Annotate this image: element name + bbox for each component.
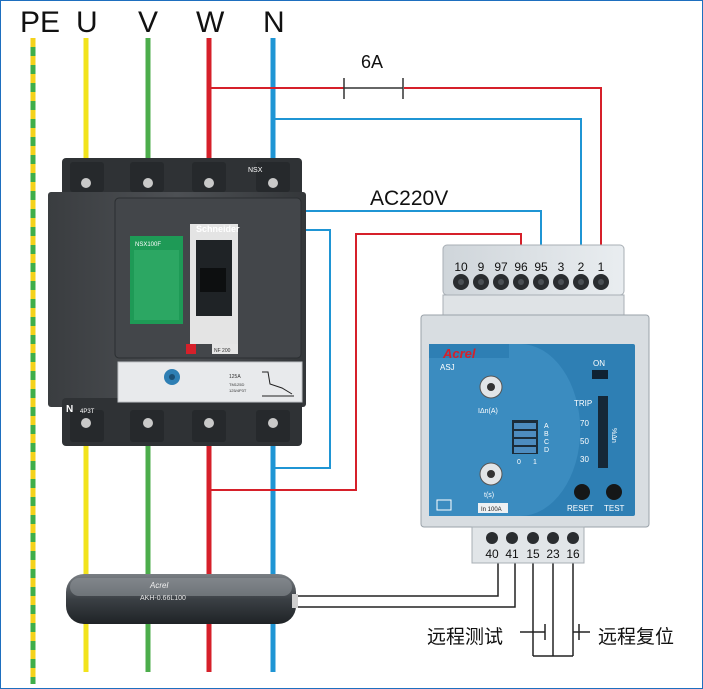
relay-bottom-terminal: 15 [526, 547, 540, 561]
relay-top-terminal: 2 [578, 260, 585, 274]
relay-top-terminal: 97 [494, 260, 508, 274]
remote-reset-label: 远程复位 [598, 627, 675, 648]
trip-scale-50: 50 [580, 437, 589, 446]
supply-wire-blue [273, 118, 582, 247]
fuse-rating-label: 6A [361, 52, 384, 72]
dip-letter: C [544, 439, 549, 446]
test-button[interactable] [606, 484, 622, 500]
relay-rating-tag: In 100A [481, 507, 502, 513]
current-transformer: Acrel AKH-0.66L100 [66, 574, 298, 624]
trip-unit [117, 361, 303, 403]
relay-top-terminal: 1 [598, 260, 605, 274]
relay-bottom-terminal: 23 [546, 547, 560, 561]
relay-bottom-terminal: 16 [566, 547, 580, 561]
v-label: V [138, 6, 159, 39]
breaker-unit-rating: 125A [229, 374, 241, 380]
relay-on-label: ON [593, 359, 605, 368]
relay-brand: Acrel [442, 346, 476, 361]
ct-secondary-wire-a [296, 552, 499, 597]
relay-logo-icon [436, 499, 452, 511]
supply-wire-red [209, 87, 602, 247]
trip-button [186, 344, 196, 354]
trip-scale-70: 70 [580, 419, 589, 428]
dip-number: 0 [517, 459, 521, 466]
remote-test-label: 远程测试 [427, 627, 504, 648]
w-label: W [196, 6, 225, 39]
relay-model: ASJ [440, 363, 455, 372]
relay-top-terminal: 9 [478, 260, 485, 274]
test-button-label: TEST [604, 504, 625, 513]
shunt-wire-blue [273, 229, 331, 469]
ct-brand: Acrel [149, 581, 168, 590]
trip-unit: %Δn [610, 428, 617, 443]
u-label: U [76, 6, 98, 39]
remote-contacts [520, 552, 590, 657]
relay-top-terminal: 95 [534, 260, 548, 274]
n-label: N [263, 6, 285, 39]
ct-secondary-wire-b [296, 552, 516, 608]
leakage-relay: 10 9 97 96 95 3 2 1 40 41 15 23 16 Acrel… [420, 244, 650, 564]
circuit-breaker: Schneider NSX100F NSX N 4P3T NF 200 125A… [48, 158, 306, 446]
breaker-brand: Schneider [196, 224, 240, 234]
relay-bottom-terminal: 41 [505, 547, 519, 561]
relay-top-terminal: 10 [454, 260, 468, 274]
dip-letter: D [544, 447, 549, 454]
on-led [592, 370, 608, 379]
reset-button[interactable] [574, 484, 590, 500]
breaker-marking-top: NSX [248, 167, 263, 174]
relay-trip-label: TRIP [574, 399, 592, 408]
relay-top-terminal: 3 [558, 260, 565, 274]
breaker-model: NSX100F [135, 242, 161, 248]
dip-switches[interactable] [512, 420, 538, 454]
relay-t-label: t(s) [484, 492, 494, 499]
breaker-lever-tag: NF 200 [214, 348, 231, 354]
relay-bottom-terminal: 40 [485, 547, 499, 561]
trip-bargraph [598, 396, 608, 468]
breaker-unit-text-a: TM125D [229, 382, 244, 387]
dip-letter: A [544, 423, 549, 430]
breaker-marking-bottom: 4P3T [80, 409, 95, 415]
voltage-label: AC220V [370, 187, 449, 210]
fuse-symbol [343, 78, 404, 99]
dip-letter: B [544, 431, 549, 438]
ac220v-wire [303, 210, 542, 247]
ct-model: AKH-0.66L100 [140, 595, 186, 602]
dip-number: 1 [533, 459, 537, 466]
pe-label: PE [20, 6, 61, 39]
breaker-unit-text-b: 125/4P3T [229, 388, 247, 393]
trip-scale-30: 30 [580, 455, 589, 464]
reset-button-label: RESET [567, 504, 594, 513]
relay-top-terminal: 96 [514, 260, 528, 274]
breaker-marking-n: N [66, 404, 73, 415]
shunt-wire-red [209, 233, 522, 491]
relay-in-label: IΔn(A) [478, 408, 498, 415]
